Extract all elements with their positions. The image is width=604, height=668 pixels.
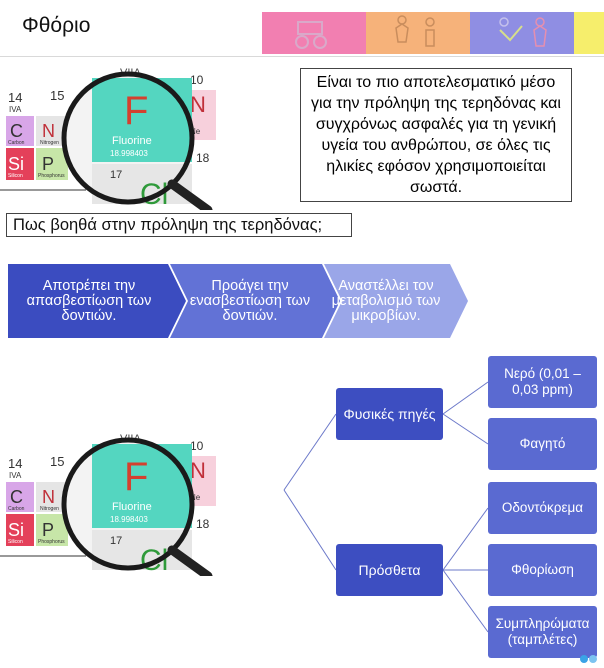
- chevron-step-3: [324, 264, 468, 338]
- stroller-icon: [295, 21, 327, 49]
- cell-silicon-name: Silicon: [8, 539, 23, 545]
- page-title: Φθόριο: [22, 14, 91, 37]
- cell-phosphorus: [36, 148, 68, 180]
- cell-phosphorus-symbol: P: [42, 154, 54, 174]
- cell-neon-symbol: N: [190, 92, 206, 117]
- leaf-fluoridation: Φθορίωση: [488, 544, 597, 596]
- cell-phosphorus-name: Phosphorus: [38, 539, 65, 545]
- header-banner: [262, 12, 604, 54]
- cell-phosphorus: [36, 514, 68, 546]
- leaf-food: Φαγητό: [488, 418, 597, 470]
- question-text: Πως βοηθά στην πρόληψη της τερηδόνας;: [13, 216, 323, 234]
- cell-carbon-number: 14: [8, 90, 22, 105]
- cell-carbon: [6, 482, 34, 512]
- banner-segment-purple: [470, 12, 574, 54]
- cell-neon-symbol: N: [190, 458, 206, 483]
- fluorine-mass: 18.998403: [110, 149, 148, 158]
- cell-nitrogen-symbol: N: [42, 487, 55, 507]
- cell-carbon-number: 14: [8, 456, 22, 471]
- cell-carbon-name: Carbon: [8, 506, 25, 512]
- cell-phosphorus-symbol: P: [42, 520, 54, 540]
- cell-chlorine-number: 17: [110, 169, 122, 181]
- cell-nitrogen-number: 15: [50, 88, 64, 103]
- cell-nitrogen-name: Nitrogen: [40, 506, 59, 512]
- banner-segment-orange: [366, 12, 470, 54]
- cell-neon-name: Ne: [190, 493, 201, 502]
- cell-nitrogen-number: 15: [50, 454, 64, 469]
- info-text: Είναι το πιο αποτελεσματικό μέσο για την…: [311, 74, 561, 196]
- cell-neon-number: 10: [190, 73, 204, 87]
- leaf-water: Νερό (0,01 – 0,03 ppm): [488, 356, 597, 408]
- cell-carbon: [6, 116, 34, 146]
- step-label-2: Προάγει την ενασβεστίωση των δοντιών.: [189, 277, 311, 324]
- magnifier-rim: [61, 71, 195, 205]
- step-label-3: Αναστέλλει τον μεταβολισμό των μικροβίων…: [331, 277, 441, 324]
- leaf-supplements: Συμπληρώματα (ταμπλέτες): [488, 606, 597, 658]
- cell-chlorine-number: 17: [110, 535, 122, 547]
- fluorine-mass: 18.998403: [110, 515, 148, 524]
- fluorine-magnifier-image: 14IVACCarbonSiSilicon15NNitrogenPPhospho…: [0, 67, 216, 210]
- branch-additives: Πρόσθετα: [336, 544, 443, 596]
- header-divider: [0, 56, 604, 57]
- cell-nitrogen-name: Nitrogen: [40, 140, 59, 146]
- cell-nitrogen-symbol: N: [42, 121, 55, 141]
- magnifier-handle: [167, 179, 213, 210]
- cell-silicon-symbol: Si: [8, 520, 24, 540]
- branch-natural-sources: Φυσικές πηγές: [336, 388, 443, 440]
- chevron-step-1: [8, 264, 186, 338]
- banner-segment-yellow: [574, 12, 604, 54]
- cell-silicon: [6, 514, 34, 546]
- question-box: Πως βοηθά στην πρόληψη της τερηδόνας;: [6, 213, 352, 237]
- fluorine-symbol: F: [124, 455, 148, 499]
- cell-carbon-symbol: C: [10, 487, 23, 507]
- cell-argon-number: 18: [196, 151, 210, 165]
- step-label-1: Αποτρέπει την απασβεστίωση των δοντιών.: [26, 277, 152, 324]
- fluorine-name: Fluorine: [112, 135, 152, 147]
- banner-segment-pink: [262, 12, 366, 54]
- fluorine-symbol: F: [124, 89, 148, 133]
- cell-phosphorus-name: Phosphorus: [38, 173, 65, 179]
- cell-neon-number: 10: [190, 439, 204, 453]
- cell-carbon-group-label: IVA: [9, 105, 22, 114]
- cell-carbon-group-label: IVA: [9, 471, 22, 480]
- cell-silicon: [6, 148, 34, 180]
- cell-silicon-symbol: Si: [8, 154, 24, 174]
- magnifier-rim: [61, 437, 195, 571]
- process-chevrons: [8, 264, 468, 338]
- cell-silicon-name: Silicon: [8, 173, 23, 179]
- people-icon: [395, 15, 435, 47]
- leaf-toothpaste: Οδοντόκρεμα: [488, 482, 597, 534]
- fluorine-name: Fluorine: [112, 501, 152, 513]
- info-box: Είναι το πιο αποτελεσματικό μέσο για την…: [300, 68, 572, 202]
- cell-carbon-symbol: C: [10, 121, 23, 141]
- cell-argon-number: 18: [196, 517, 210, 531]
- chevron-step-2: [170, 264, 340, 338]
- cell-neon-name: Ne: [190, 127, 201, 136]
- slide-nav-icon[interactable]: [578, 650, 600, 663]
- fluorine-magnifier-image-2: 14IVACCarbonSiSilicon15NNitrogenPPhospho…: [0, 433, 216, 576]
- cell-carbon-name: Carbon: [8, 140, 25, 146]
- couple-icon: [499, 17, 547, 47]
- magnifier-handle: [167, 545, 213, 576]
